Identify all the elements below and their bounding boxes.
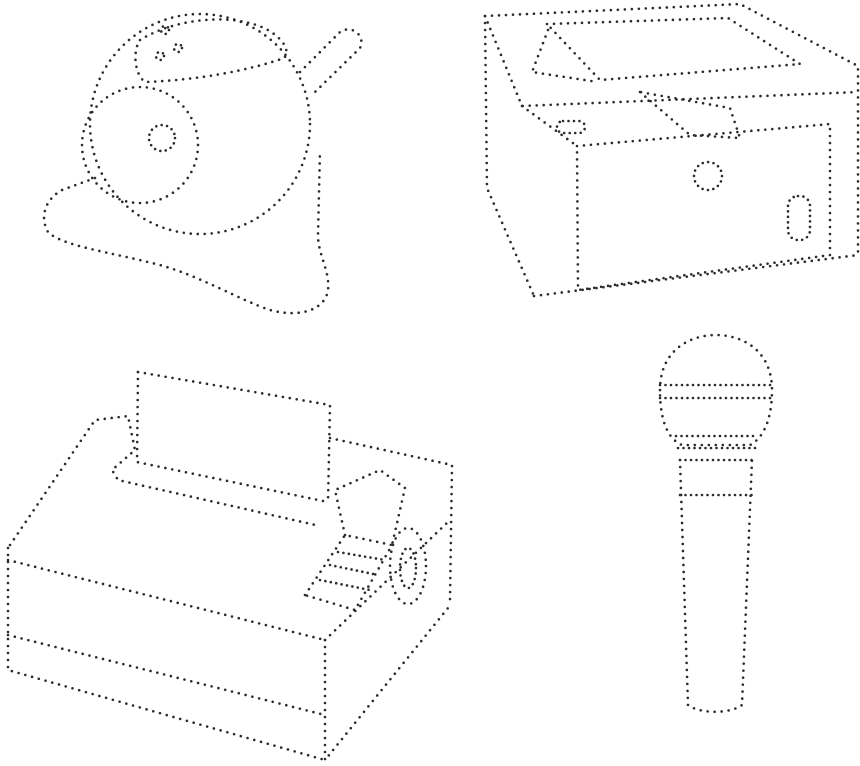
laser-printer-icon xyxy=(483,2,860,298)
dot-matrix-printer-icon xyxy=(6,370,454,762)
microphone-icon xyxy=(658,333,774,714)
webcam-icon xyxy=(42,12,363,315)
